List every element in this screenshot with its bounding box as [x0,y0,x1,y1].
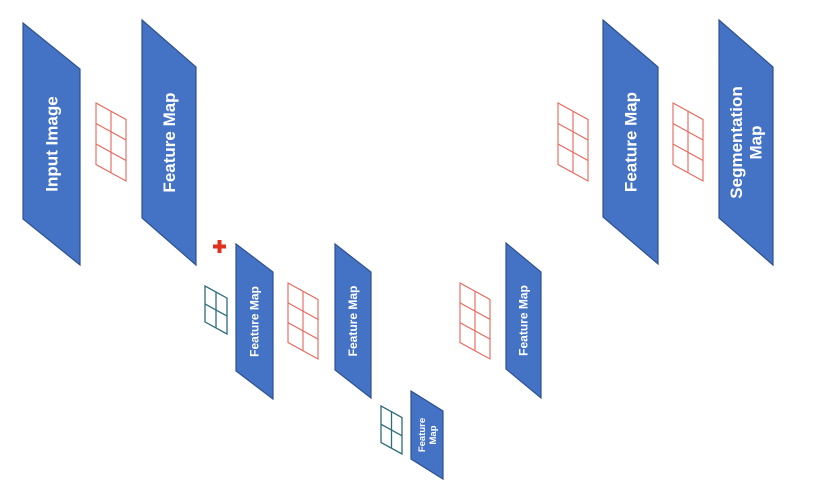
kernel-4-row-line [380,423,403,437]
plus-icon [213,240,226,253]
kernel-3-row-line [287,322,319,340]
kernel-1-row-line [95,143,127,161]
kernel-7-row-line [672,143,704,161]
kernel-6-row-line [557,143,589,161]
plus-icon-horizontal [213,244,226,249]
kernel-1-row-line [95,123,127,141]
kernel-1-grid [95,102,127,182]
input-image-label: Input Image [42,96,61,191]
kernel-7-grid [672,102,704,182]
feature-map-5-block: Feature Map [602,18,659,266]
feature-map-2-label: Feature Map [248,286,262,357]
segmentation-map-shape [718,18,774,267]
feature-map-3-label: Feature Map [346,286,360,357]
segmentation-map-label-line: Map [747,126,766,160]
feature-map-5-label-line: Feature Map [621,92,640,192]
kernel-2-outline [204,284,228,336]
segmentation-map-block: SegmentationMap [718,18,774,267]
kernel-6-row-line [557,123,589,141]
feature-map-1-shape [141,18,197,267]
feature-map-3-block: Feature Map [334,242,372,400]
input-image-shape [22,21,81,267]
feature-map-1-block: Feature Map [141,18,197,267]
feature-map-bottom-label-line: Feature [417,418,428,452]
feature-map-2-block: Feature Map [235,242,274,401]
input-image-label-line: Input Image [42,96,61,191]
feature-map-4-label-line: Feature Map [517,285,531,356]
feature-map-4-shape [505,241,542,400]
segmentation-map-label: SegmentationMap [727,86,766,198]
feature-map-1-label: Feature Map [160,92,179,192]
feature-map-bottom-label-line: Map [428,425,439,444]
input-image-block: Input Image [22,21,81,267]
feature-map-3-shape [334,242,372,400]
kernel-7-row-line [672,123,704,141]
feature-map-5-shape [602,18,659,266]
feature-map-4-block: Feature Map [505,241,542,400]
kernel-6-grid [557,102,589,182]
feature-map-bottom-label: FeatureMap [417,418,439,452]
feature-map-3-label-line: Feature Map [346,286,360,357]
kernel-3-grid [287,282,319,360]
feature-map-5-label: Feature Map [621,92,640,192]
kernel-2-grid [204,284,228,336]
segmentation-map-label-line: Segmentation [727,86,746,198]
kernel-5-row-line [459,302,491,320]
kernel-4-outline [380,404,403,456]
kernel-5-grid [459,282,491,360]
kernel-4-grid [380,404,403,456]
kernel-5-row-line [459,322,491,340]
kernel-3-row-line [287,302,319,320]
feature-map-bottom-block: FeatureMap [410,389,444,481]
kernel-2-row-line [204,303,228,317]
feature-map-2-shape [235,242,274,401]
feature-map-4-label: Feature Map [517,285,531,356]
feature-map-bottom-shape [410,389,444,481]
feature-map-1-label-line: Feature Map [160,92,179,192]
feature-map-2-label-line: Feature Map [248,286,262,357]
